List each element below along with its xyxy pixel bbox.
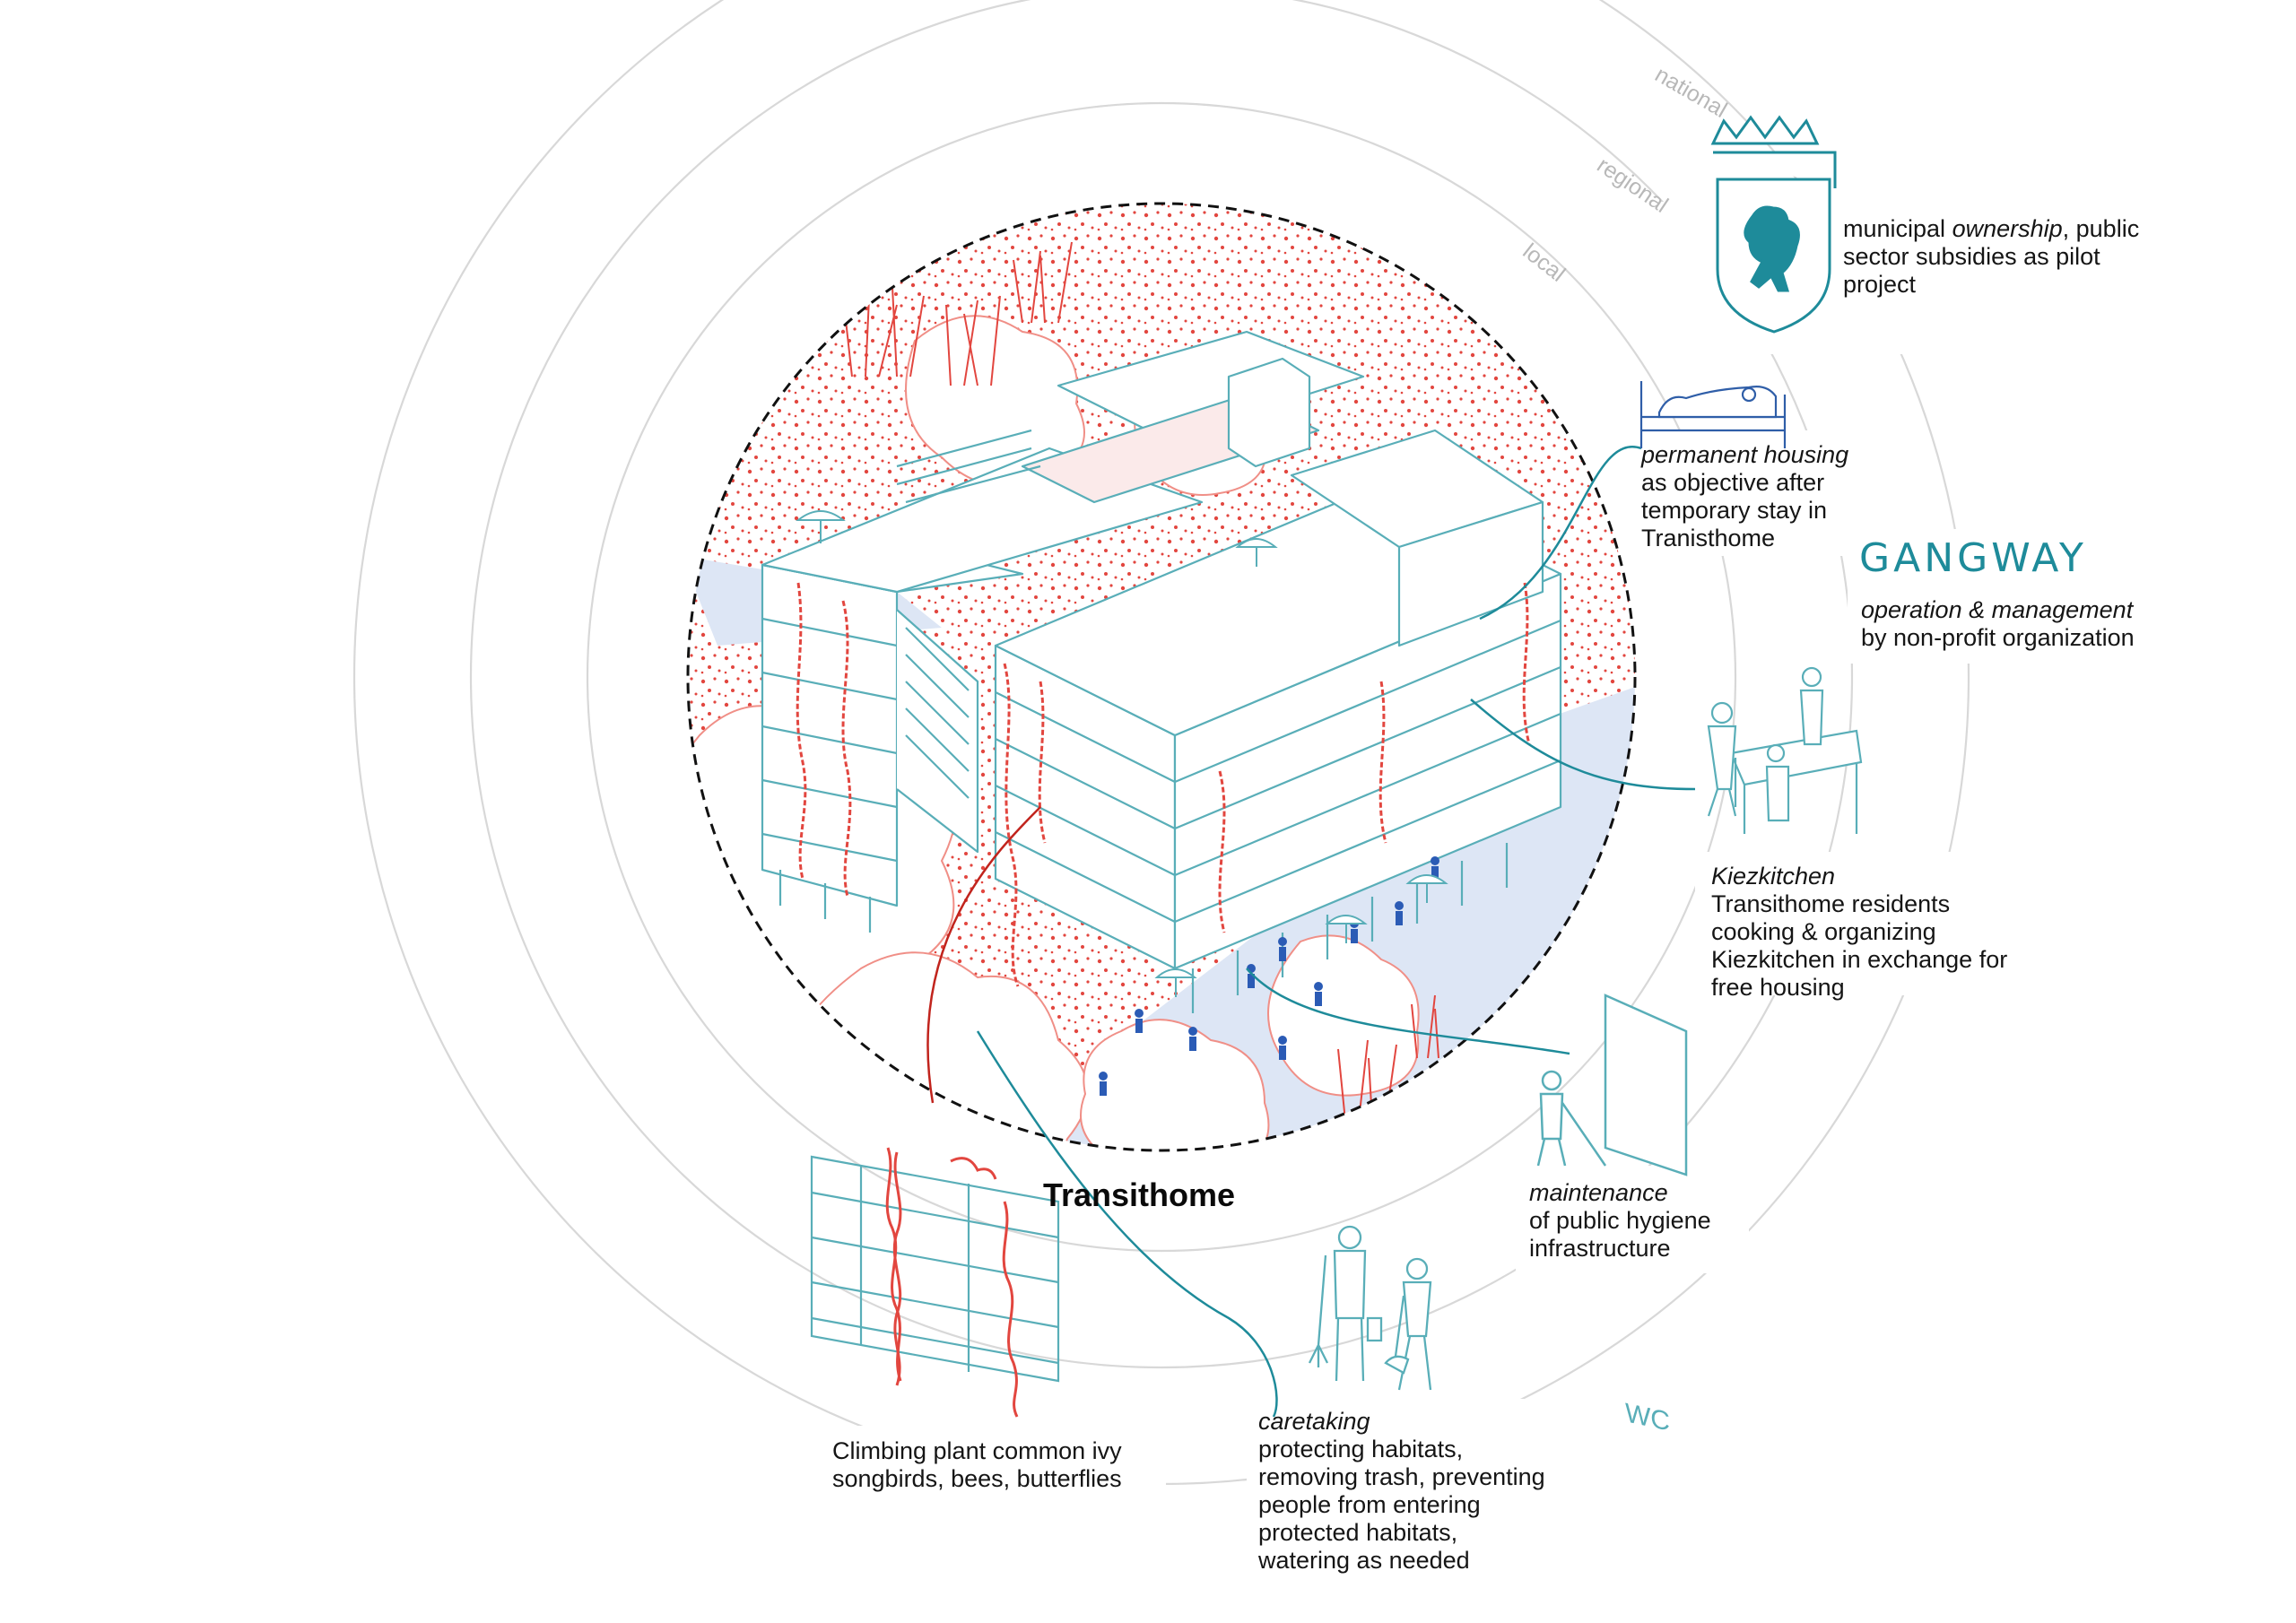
kiezkitchen-line: Transithome residents bbox=[1711, 890, 1951, 917]
ivy-facade-icon bbox=[810, 1155, 1060, 1383]
annotation-housing: permanent housing as objective after tem… bbox=[1641, 441, 1848, 552]
housing-italic: permanent housing bbox=[1641, 441, 1849, 468]
kiezkitchen-line: Kiezkitchen in exchange for bbox=[1711, 946, 2008, 973]
ownership-line2: sector subsidies as pilot bbox=[1843, 243, 2100, 270]
kiezkitchen-line: free housing bbox=[1711, 974, 1845, 1001]
ivy-line: Climbing plant common ivy bbox=[832, 1437, 1122, 1464]
isometric-building bbox=[761, 330, 1562, 1013]
connector-ivy bbox=[926, 806, 1041, 1104]
caretakers-icon bbox=[1308, 1225, 1432, 1391]
bed-icon bbox=[1639, 381, 1787, 448]
caretaking-line: people from entering bbox=[1258, 1491, 1481, 1518]
maintenance-line: of public hygiene bbox=[1529, 1207, 1711, 1234]
connector-caretaking bbox=[976, 1030, 1278, 1418]
housing-line: as objective after bbox=[1641, 469, 1825, 496]
annotation-ownership: municipal ownership, public sector subsi… bbox=[1843, 215, 2139, 299]
caretaking-line: protected habitats, bbox=[1258, 1519, 1458, 1546]
kiezkitchen-italic: Kiezkitchen bbox=[1711, 863, 1836, 890]
ownership-line1: municipal ownership, public bbox=[1843, 215, 2139, 243]
transithome-boundary bbox=[686, 202, 1637, 1152]
kitchen-people-icon bbox=[1707, 666, 1863, 834]
svg-text:WC: WC bbox=[1625, 1398, 1670, 1436]
housing-line: temporary stay in bbox=[1641, 497, 1828, 524]
kiezkitchen-line: cooking & organizing bbox=[1711, 918, 1936, 945]
connector-kitchen bbox=[1470, 699, 1696, 791]
annotation-maintenance: maintenance of public hygiene infrastruc… bbox=[1529, 1179, 1711, 1263]
maintenance-italic: maintenance bbox=[1529, 1179, 1668, 1206]
ring-local bbox=[586, 101, 1737, 1253]
operator-role-italic: operation & management bbox=[1861, 596, 2134, 623]
caretaking-line: watering as needed bbox=[1258, 1547, 1470, 1574]
caretaking-line: removing trash, preventing bbox=[1258, 1463, 1545, 1490]
ring-regional bbox=[470, 0, 1853, 1368]
operator-name: GANGWAY bbox=[1859, 535, 2087, 581]
ownership-italic: ownership bbox=[1952, 215, 2063, 242]
connector-maintenance bbox=[1246, 968, 1570, 1055]
caretaking-italic: caretaking bbox=[1258, 1408, 1370, 1435]
annotation-caretaking: caretaking protecting habitats, removing… bbox=[1258, 1408, 1545, 1575]
ownership-line3: project bbox=[1843, 271, 1917, 298]
housing-line: Tranisthome bbox=[1641, 525, 1776, 551]
caretaking-line: protecting habitats, bbox=[1258, 1436, 1464, 1462]
project-title: Transithome bbox=[1043, 1176, 1236, 1213]
ownership-suffix: , public bbox=[2062, 215, 2140, 242]
berlin-bear-crest-icon bbox=[1710, 115, 1837, 334]
annotation-ivy: Climbing plant common ivy songbirds, bee… bbox=[832, 1437, 1122, 1493]
building-scene bbox=[688, 204, 1635, 1150]
operator-role-rest: by non-profit organization bbox=[1861, 624, 2135, 651]
annotation-kiezkitchen: Kiezkitchen Transithome residents cookin… bbox=[1711, 863, 2007, 1002]
ownership-prefix: municipal bbox=[1843, 215, 1952, 242]
operator-role: operation & management by non-profit org… bbox=[1861, 596, 2135, 652]
ivy-line: songbirds, bees, butterflies bbox=[832, 1465, 1122, 1492]
connector-housing bbox=[1479, 446, 1642, 621]
maintenance-line: infrastructure bbox=[1529, 1235, 1671, 1262]
